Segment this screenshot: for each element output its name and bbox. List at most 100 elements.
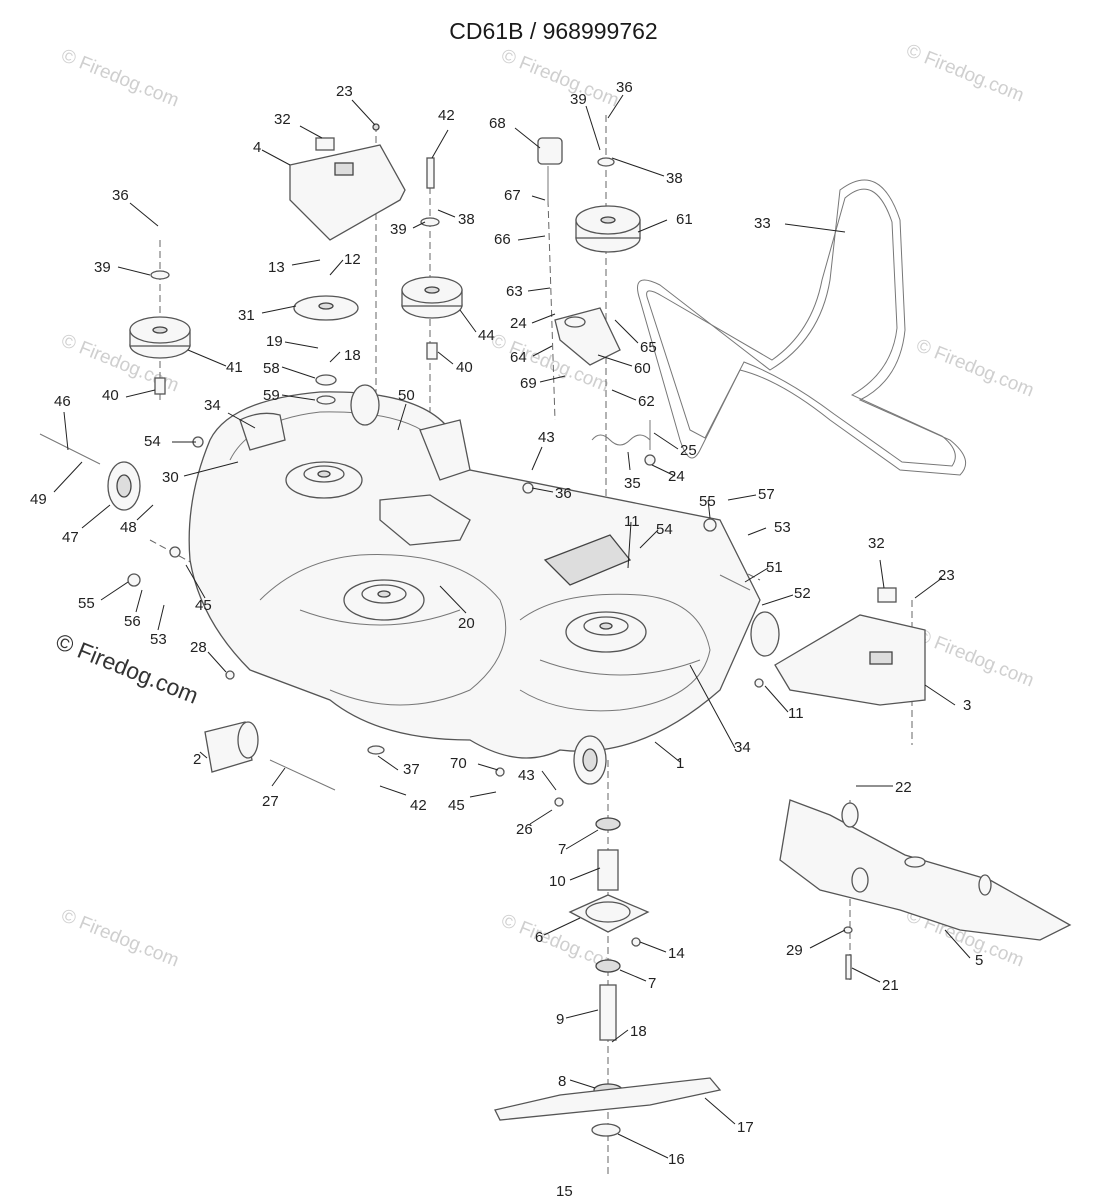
callout-20: 20 [458,615,475,632]
callout-8: 8 [558,1073,566,1090]
callout-13: 13 [268,259,285,276]
callout-39: 39 [94,259,111,276]
callout-16: 16 [668,1151,685,1168]
callout-29: 29 [786,942,803,959]
callout-66: 66 [494,231,511,248]
callout-60: 60 [634,360,651,377]
callout-41: 41 [226,359,243,376]
callout-37: 37 [403,761,420,778]
callout-68: 68 [489,115,506,132]
callout-42: 42 [438,107,455,124]
callout-62: 62 [638,393,655,410]
callout-48: 48 [120,519,137,536]
callout-49: 49 [30,491,47,508]
callout-65: 65 [640,339,657,356]
callout-18: 18 [630,1023,647,1040]
callout-6: 6 [535,929,543,946]
callout-36: 36 [616,79,633,96]
diagram-title: CD61B / 968999762 [449,18,658,44]
callout-45: 45 [195,597,212,614]
callout-54: 54 [144,433,161,450]
callout-34: 34 [734,739,751,756]
callout-51: 51 [766,559,783,576]
callout-10: 10 [549,873,566,890]
callout-2: 2 [193,751,201,768]
callout-36: 36 [112,187,129,204]
callout-64: 64 [510,349,527,366]
callout-67: 67 [504,187,521,204]
anti-scalp-roller [204,721,336,791]
callout-40: 40 [456,359,473,376]
callout-42: 42 [410,797,427,814]
callout-21: 21 [882,977,899,994]
callout-3: 3 [963,697,971,714]
callout-57: 57 [758,486,775,503]
callout-39: 39 [570,91,587,108]
callout-43: 43 [518,767,535,784]
callout-40: 40 [102,387,119,404]
callout-69: 69 [520,375,537,392]
callout-32: 32 [868,535,885,552]
callout-4: 4 [253,139,261,156]
callout-24: 24 [510,315,527,332]
callout-27: 27 [262,793,279,810]
callout-56: 56 [124,613,141,630]
drive-belt [637,179,967,476]
callout-34: 34 [204,397,221,414]
callout-36: 36 [555,485,572,502]
callout-7: 7 [648,975,656,992]
watermark-text: © Firedog.com [58,45,182,111]
callout-46: 46 [54,393,71,410]
hardware [127,123,853,980]
callout-25: 25 [680,442,697,459]
mower-blades [494,799,1072,1121]
callout-23: 23 [336,83,353,100]
callout-43: 43 [538,429,555,446]
callout-22: 22 [895,779,912,796]
callout-59: 59 [263,387,280,404]
callout-1: 1 [676,755,684,772]
callout-47: 47 [62,529,79,546]
callout-58: 58 [263,360,280,377]
callout-30: 30 [162,469,179,486]
callout-5: 5 [975,952,983,969]
watermark-text: © Firedog.com [913,625,1037,691]
belt-shields [289,137,926,706]
callout-32: 32 [274,111,291,128]
callout-45: 45 [448,797,465,814]
callout-11: 11 [788,705,804,722]
callout-12: 12 [344,251,361,268]
callout-18: 18 [344,347,361,364]
callouts: 23 32 4 42 38 39 13 12 31 19 18 58 59 44… [30,79,983,1200]
callout-38: 38 [666,170,683,187]
callout-39: 39 [390,221,407,238]
callout-55: 55 [78,595,95,612]
watermark-text: © Firedog.com [903,40,1027,106]
callout-15: 15 [556,1183,573,1200]
callout-7: 7 [558,841,566,858]
gauge-wheels [39,384,780,785]
callout-70: 70 [450,755,467,772]
callout-19: 19 [266,333,283,350]
callout-54: 54 [656,521,673,538]
watermark-text: © Firedog.com [913,335,1037,401]
callout-53: 53 [774,519,791,536]
callout-24: 24 [668,468,685,485]
watermark-text: © Firedog.com [58,905,182,971]
callout-50: 50 [398,387,415,404]
deck-pulleys [285,461,647,653]
callout-28: 28 [190,639,207,656]
callout-23: 23 [938,567,955,584]
callout-17: 17 [737,1119,754,1136]
watermark-text: © Firedog.com [498,45,622,111]
leader-lines [53,94,971,1159]
callout-14: 14 [668,945,685,962]
callout-61: 61 [676,211,693,228]
callout-63: 63 [506,283,523,300]
callout-26: 26 [516,821,533,838]
callout-55: 55 [699,493,716,510]
callout-44: 44 [478,327,495,344]
callout-11: 11 [624,513,640,530]
callout-9: 9 [556,1011,564,1028]
